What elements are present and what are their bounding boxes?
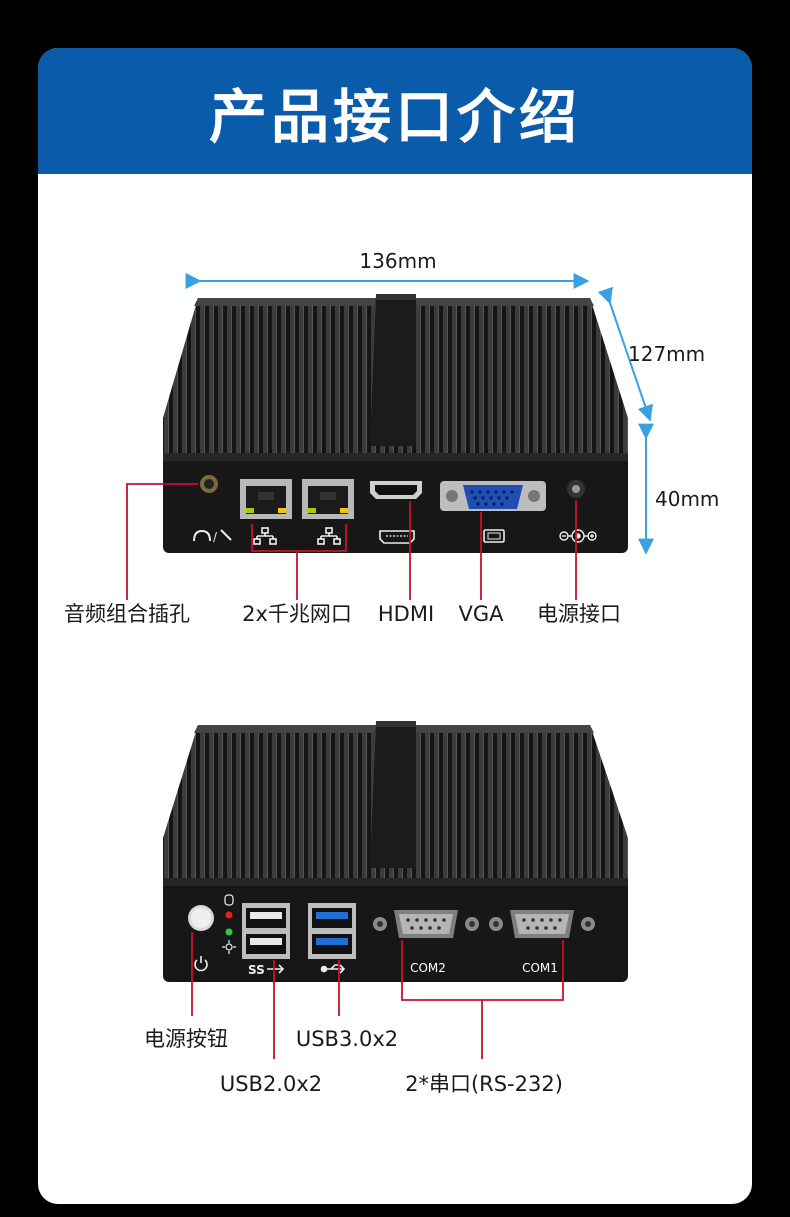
dimension-height: 40mm [638,423,719,555]
hdd-led-icon [224,894,234,919]
power-led-icon [222,928,236,954]
vga-port [440,481,546,511]
lan-port-1 [240,479,292,519]
usb-icon [320,964,346,974]
com1-port [489,910,595,938]
label-serial: 2*串口(RS-232) [405,1072,563,1096]
headphone-mic-icon: / [193,475,232,544]
dimension-width: 136mm [185,249,590,289]
product-card: 产品接口介绍 [38,48,752,1204]
width-label: 136mm [359,249,436,273]
label-power-jack: 电源接口 [537,602,621,626]
page-title: 产品接口介绍 [208,83,581,151]
usb3-ports [308,903,356,959]
label-usb2: USB2.0x2 [220,1072,322,1096]
title-banner: 产品接口介绍 [38,48,752,174]
label-lan: 2x千兆网口 [242,602,352,626]
label-hdmi: HDMI [378,602,434,626]
label-power-button: 电源按钮 [144,1027,228,1051]
lan-port-2 [302,479,354,519]
dc-jack [567,480,585,498]
power-button-graphic [188,905,214,931]
back-device: SS [163,721,628,982]
dimension-depth: 127mm [597,286,705,422]
label-usb3: USB3.0x2 [296,1027,398,1051]
power-icon [194,956,208,972]
vga-icon [483,529,505,543]
height-label: 40mm [655,487,719,511]
network-icon [253,527,341,545]
label-vga: VGA [458,602,504,626]
com1-label: COM1 [522,961,558,975]
back-leader-lines [191,932,564,1059]
svg-text:SS: SS [248,963,265,977]
hdmi-port [370,481,422,499]
front-device: / [163,294,628,553]
label-audio: 音频组合插孔 [64,602,190,626]
usb2-ports [242,903,290,959]
product-diagram: / [64,249,719,1096]
com2-port [373,910,479,938]
com2-label: COM2 [410,961,446,975]
front-leader-lines [126,483,577,600]
svg-text:/: / [213,530,218,544]
ss-usb-icon: SS [248,963,285,977]
depth-label: 127mm [628,342,705,366]
dc-power-icon [559,529,597,543]
